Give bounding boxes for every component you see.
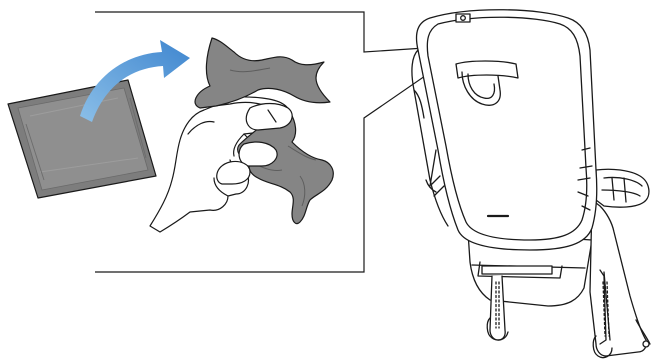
hand-fingers xyxy=(216,102,293,185)
bike-seat-icon xyxy=(411,9,651,359)
wipe-packet-icon xyxy=(7,79,157,199)
curved-arrow-icon xyxy=(80,40,190,122)
